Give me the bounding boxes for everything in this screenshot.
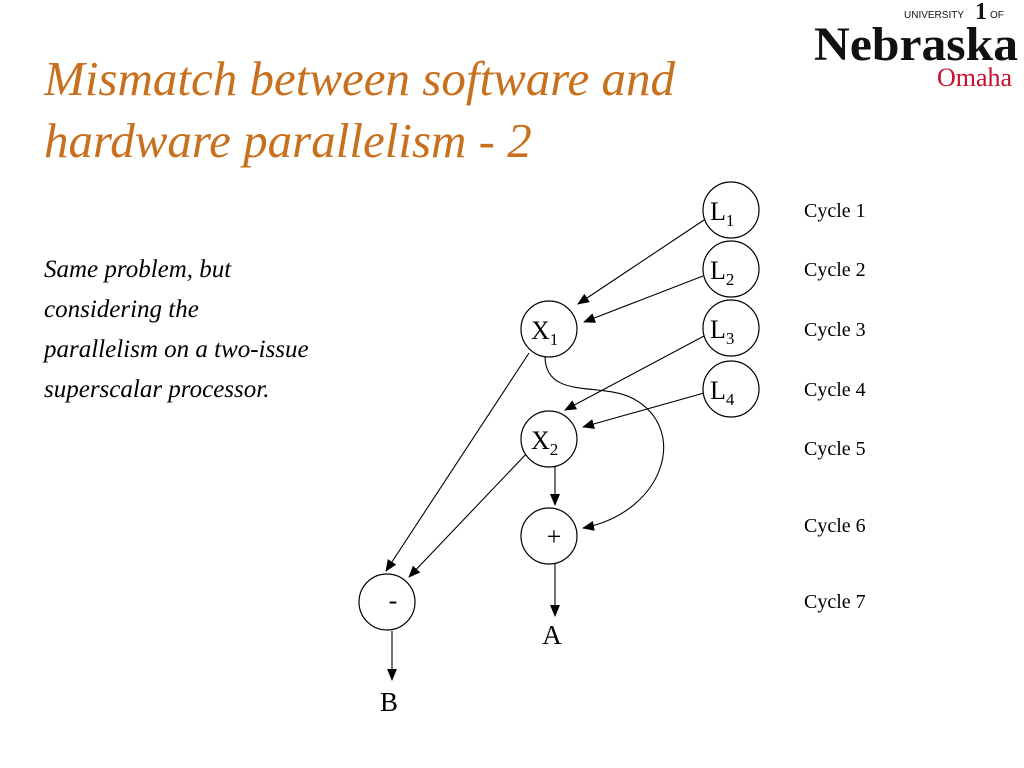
cycle-label-2: Cycle 2 — [804, 259, 866, 281]
edge-l3-to-x2 — [564, 335, 705, 411]
node-l4-label: L — [710, 376, 726, 405]
node-x1: X1 — [520, 300, 578, 358]
node-x1-label: X — [531, 316, 550, 345]
subtitle-line-1: Same problem, but — [44, 256, 232, 283]
logo-university-text: UNIVERSITY — [904, 10, 964, 21]
node-x2: X2 — [520, 410, 578, 468]
subtitle-line-3: parallelism on a two-issue — [44, 336, 309, 363]
cycle-label-6: Cycle 6 — [804, 515, 866, 537]
node-l4-subscript: 4 — [726, 390, 735, 409]
node-minus: - — [358, 573, 416, 631]
node-x2-label: X — [531, 426, 550, 455]
node-l2-circle — [702, 240, 760, 298]
node-l3-label: L — [710, 315, 726, 344]
node-x2-circle — [520, 410, 578, 468]
output-a-label: A — [542, 620, 562, 650]
node-minus-circle — [358, 573, 416, 631]
cycle-label-1: Cycle 1 — [804, 200, 866, 222]
node-plus-circle — [520, 507, 578, 565]
edge-x1-to-plus — [544, 355, 665, 531]
svg-text:L3: L3 — [710, 315, 734, 348]
logo-wordmark: Nebraska — [814, 18, 1018, 71]
edge-x1-to-minus — [385, 352, 530, 572]
cycle-label-4: Cycle 4 — [804, 379, 866, 401]
node-l1-label: L — [710, 197, 726, 226]
edge-x2-to-minus — [408, 450, 530, 578]
svg-text:L4: L4 — [710, 376, 735, 409]
node-plus: + — [520, 507, 578, 565]
node-l3: L3 — [702, 299, 760, 357]
node-l1-circle — [702, 181, 760, 239]
node-l1-subscript: 1 — [726, 211, 735, 230]
node-l2: L2 — [702, 240, 760, 298]
node-minus-label: - — [389, 586, 398, 615]
node-x1-circle — [520, 300, 578, 358]
svg-text:X2: X2 — [531, 426, 558, 459]
cycle-label-5: Cycle 5 — [804, 438, 866, 460]
logo-numeral: 1 — [975, 2, 987, 25]
edge-l1-to-x1 — [577, 219, 705, 305]
svg-text:X1: X1 — [531, 316, 558, 349]
cycle-label-3: Cycle 3 — [804, 319, 866, 341]
slide-title-line-2: hardware parallelism - 2 — [44, 113, 532, 168]
svg-text:L1: L1 — [710, 197, 734, 230]
node-l1: L1 — [702, 181, 760, 239]
slide-subtitle: Same problem, but considering the parallel… — [44, 250, 424, 410]
subtitle-line-2: considering the — [44, 296, 199, 323]
node-l3-circle — [702, 299, 760, 357]
university-logo: UNIVERSITY 1 OF Nebraska Omaha — [814, 2, 1018, 92]
node-l4: L4 — [702, 360, 760, 418]
node-x2-subscript: 2 — [550, 440, 559, 459]
edge-l2-to-x1 — [583, 275, 704, 323]
node-x1-subscript: 1 — [550, 330, 559, 349]
node-l2-subscript: 2 — [726, 270, 735, 289]
logo-of-text: OF — [990, 10, 1004, 21]
node-l2-label: L — [710, 256, 726, 285]
svg-text:L2: L2 — [710, 256, 734, 289]
edge-l4-to-x2 — [582, 392, 705, 429]
output-b-label: B — [380, 687, 398, 717]
node-l3-subscript: 3 — [726, 329, 735, 348]
subtitle-line-4: superscalar processor. — [44, 376, 270, 403]
logo-campus: Omaha — [937, 63, 1013, 92]
slide-title: Mismatch between software and hardware pa… — [44, 48, 824, 172]
node-plus-label: + — [547, 522, 562, 551]
slide-title-line-1: Mismatch between software and — [44, 51, 676, 106]
node-l4-circle — [702, 360, 760, 418]
cycle-label-7: Cycle 7 — [804, 591, 866, 613]
